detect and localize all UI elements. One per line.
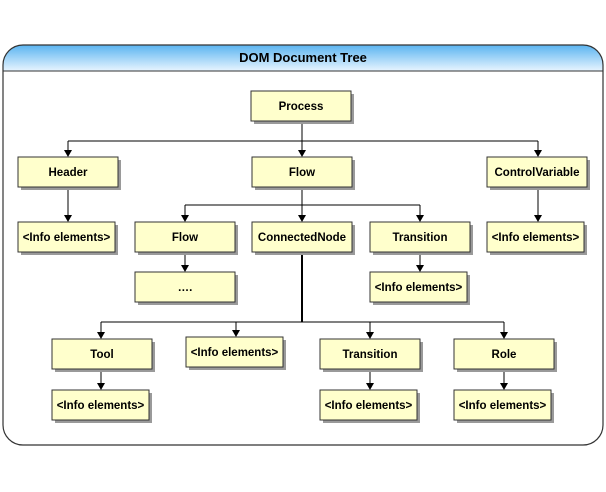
node-node-transition-label: Transition — [343, 349, 398, 361]
node-control-variable-info: <Info elements> — [486, 221, 587, 255]
node-role-label: Role — [492, 349, 517, 361]
node-subflow: Flow — [134, 221, 238, 255]
node-subflow-more: …. — [134, 271, 238, 305]
node-header-label: Header — [49, 167, 89, 179]
node-role: Role — [453, 338, 557, 372]
node-tool: Tool — [51, 338, 155, 372]
node-tool-info-label: <Info elements> — [57, 400, 145, 412]
node-transition-label: Transition — [393, 232, 448, 244]
tree-edges — [64, 121, 542, 390]
node-node-transition-info-label: <Info elements> — [325, 400, 413, 412]
node-transition-info: <Info elements> — [369, 271, 470, 305]
node-transition-info-label: <Info elements> — [375, 282, 463, 294]
node-header: Header — [17, 156, 121, 190]
node-transition: Transition — [369, 221, 473, 255]
node-header-info: <Info elements> — [17, 221, 118, 255]
node-tool-info: <Info elements> — [51, 389, 152, 423]
node-connected-node: ConnectedNode — [251, 221, 355, 255]
node-control-variable-label: ControlVariable — [495, 167, 580, 179]
node-subflow-more-label: …. — [178, 282, 193, 294]
node-connected-node-label: ConnectedNode — [258, 232, 346, 244]
node-node-transition-info: <Info elements> — [319, 389, 420, 423]
node-role-info: <Info elements> — [453, 389, 554, 423]
node-node-transition: Transition — [319, 338, 423, 372]
node-header-info-label: <Info elements> — [23, 232, 111, 244]
node-connected-node-info: <Info elements> — [185, 336, 286, 370]
node-role-info-label: <Info elements> — [459, 400, 547, 412]
node-process-label: Process — [279, 101, 324, 113]
node-subflow-label: Flow — [172, 232, 198, 244]
node-flow-label: Flow — [289, 167, 315, 179]
node-control-variable: ControlVariable — [486, 156, 590, 190]
node-flow: Flow — [251, 156, 355, 190]
node-control-variable-info-label: <Info elements> — [492, 232, 580, 244]
diagram-title: DOM Document Tree — [239, 50, 367, 65]
node-tool-label: Tool — [90, 349, 113, 361]
node-connected-node-info-label: <Info elements> — [191, 347, 279, 359]
node-process: Process — [250, 90, 354, 124]
